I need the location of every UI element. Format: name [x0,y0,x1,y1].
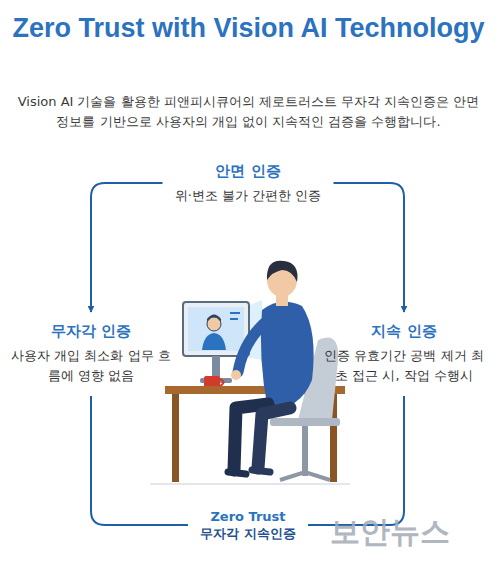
person-hair [267,261,298,282]
chair-base [280,472,330,480]
person-leg [258,408,290,468]
node-body: 사용자 개입 최소화 업무 흐름에 영향 없음 [8,346,174,386]
label-node: 무자각 인증사용자 개입 최소화 업무 흐름에 영향 없음 [8,320,174,386]
person-shoe [252,470,270,472]
node-body: 무자각 지속인증 [194,525,302,542]
connector [91,183,163,312]
label-node: 안면 인증위·변조 불가 간편한 인증 [169,160,328,206]
face-body [202,333,226,350]
subtitle: Vision AI 기술을 활용한 피앤피시큐어의 제로트러스트 무자각 지속인… [14,92,483,132]
screen-line [230,312,240,314]
connector [91,396,188,525]
screen-line [230,318,238,320]
monitor [183,302,249,356]
connector [308,396,404,525]
watermark: 보안뉴스 [330,514,450,550]
node-heading: Zero Trust [194,508,302,525]
person-shoe [228,472,246,474]
mug-handle [220,379,224,386]
label-node: Zero Trust무자각 지속인증 [194,508,302,542]
hair [207,315,221,323]
connector [334,183,405,312]
monitor-screen [188,307,244,351]
title: Zero Trust with Vision AI Technology [10,12,487,45]
person-hand [231,370,241,380]
node-heading: 무자각 인증 [8,320,174,342]
chair-post [302,426,308,476]
node-body: 위·변조 불가 간편한 인증 [169,186,328,206]
node-heading: 안면 인증 [169,160,328,182]
node-body: 인증 유효기간 공백 제거 최초 접근 시, 작업 수행시 [318,346,490,386]
chair-seat [270,418,340,426]
floor-line [150,483,350,485]
node-heading: 지속 인증 [318,320,490,342]
label-node: 지속 인증인증 유효기간 공백 제거 최초 접근 시, 작업 수행시 [318,320,490,386]
person-arm [238,320,268,372]
desk-leg [172,394,179,482]
